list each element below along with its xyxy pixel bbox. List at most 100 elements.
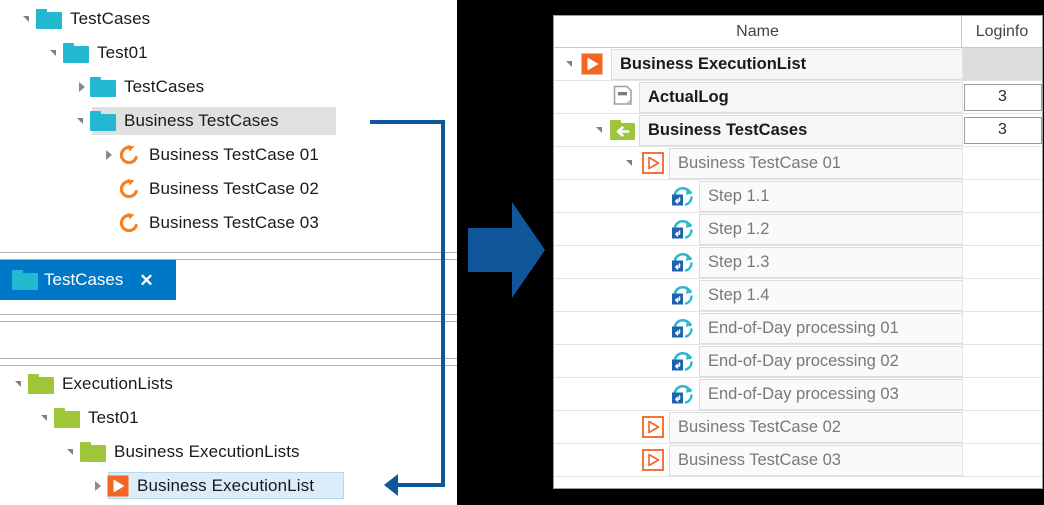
tree-item-test01[interactable]: Test01: [38, 404, 139, 432]
indent-spacer: [554, 147, 624, 179]
indent-spacer: [554, 48, 564, 80]
indent-spacer: [554, 378, 654, 410]
expander-open-icon[interactable]: [594, 114, 610, 147]
tree-item-testcases[interactable]: TestCases: [20, 5, 150, 33]
grid-name-box: ActualLog: [639, 81, 962, 113]
expander-open-icon[interactable]: [12, 376, 28, 392]
big-blue-right-arrow-icon: [468, 200, 546, 305]
divider-1: [0, 252, 457, 253]
loginfo-value: 3: [963, 116, 1042, 144]
column-header-loginfo[interactable]: Loginfo: [975, 22, 1029, 40]
grid-cell-loginfo[interactable]: [962, 444, 1042, 477]
step-blue-refresh-icon: [670, 382, 696, 406]
expander-spacer: [654, 279, 670, 312]
grid-row[interactable]: Business TestCase 03: [554, 444, 1042, 477]
grid-cell-loginfo[interactable]: [962, 48, 1042, 81]
tree-item-business-executionlist[interactable]: Business ExecutionList: [90, 472, 344, 500]
expander-spacer: [594, 81, 610, 114]
grid-name-box: Business TestCase 02: [669, 411, 962, 443]
grid-cell-loginfo[interactable]: 3: [962, 114, 1042, 147]
grid-cell-name[interactable]: Step 1.2: [554, 213, 962, 246]
tree-item-business-testcase-03[interactable]: Business TestCase 03: [101, 209, 319, 237]
grid-row-label: ActualLog: [648, 87, 729, 106]
tree-item-business-testcases[interactable]: Business TestCases: [74, 107, 336, 135]
expander-open-icon[interactable]: [564, 48, 580, 81]
testcase-orange-circle-icon: [117, 177, 141, 201]
indent-spacer: [554, 114, 594, 146]
expander-spacer: [654, 213, 670, 246]
indent-spacer: [554, 312, 654, 344]
grid-cell-loginfo[interactable]: [962, 279, 1042, 312]
expander-spacer: [654, 312, 670, 345]
tree-item-executionlists[interactable]: ExecutionLists: [12, 370, 173, 398]
grid-row-label: End-of-Day processing 02: [708, 351, 899, 370]
expander-open-icon[interactable]: [20, 11, 36, 27]
grid-cell-loginfo[interactable]: [962, 312, 1042, 345]
grid-cell-loginfo[interactable]: [962, 180, 1042, 213]
folder-teal-icon: [90, 77, 116, 97]
grid-row[interactable]: Business ExecutionList: [554, 48, 1042, 81]
grid-row[interactable]: Step 1.4: [554, 279, 1042, 312]
grid-cell-name[interactable]: End-of-Day processing 02: [554, 345, 962, 378]
grid-row[interactable]: Step 1.3: [554, 246, 1042, 279]
testcase-orange-play-outline-icon: [640, 415, 666, 439]
grid-cell-name[interactable]: Step 1.3: [554, 246, 962, 279]
grid-cell-loginfo[interactable]: [962, 147, 1042, 180]
document-log-icon: [610, 85, 636, 109]
tree-item-label: Business ExecutionLists: [114, 442, 300, 461]
grid-cell-loginfo[interactable]: [962, 378, 1042, 411]
expander-closed-icon[interactable]: [74, 79, 90, 95]
grid-row[interactable]: Business TestCase 02: [554, 411, 1042, 444]
tree-item-testcases[interactable]: TestCases: [74, 73, 204, 101]
expander-open-icon[interactable]: [64, 444, 80, 460]
grid-row[interactable]: End-of-Day processing 02: [554, 345, 1042, 378]
grid-cell-loginfo[interactable]: [962, 213, 1042, 246]
grid-row[interactable]: End-of-Day processing 03: [554, 378, 1042, 411]
step-blue-refresh-icon: [670, 217, 696, 241]
grid-row[interactable]: Step 1.2: [554, 213, 1042, 246]
grid-name-box: Step 1.1: [699, 180, 962, 212]
grid-cell-name[interactable]: Step 1.1: [554, 180, 962, 213]
indent-spacer: [554, 444, 624, 476]
tree-item-business-executionlists[interactable]: Business ExecutionLists: [64, 438, 300, 466]
grid-name-box: Step 1.3: [699, 246, 962, 278]
tab-testcases[interactable]: TestCases ✕: [0, 260, 176, 300]
grid-cell-name[interactable]: Step 1.4: [554, 279, 962, 312]
folder-teal-icon: [90, 111, 116, 131]
grid-cell-loginfo[interactable]: [962, 246, 1042, 279]
folder-teal-icon: [12, 270, 38, 290]
grid-cell-loginfo[interactable]: 3: [962, 81, 1042, 114]
grid-cell-name[interactable]: Business TestCase 03: [554, 444, 962, 477]
column-header-name[interactable]: Name: [554, 16, 962, 47]
grid-cell-loginfo[interactable]: [962, 345, 1042, 378]
expander-open-icon[interactable]: [38, 410, 54, 426]
expander-closed-icon[interactable]: [101, 147, 117, 163]
expander-open-icon[interactable]: [47, 45, 63, 61]
expander-open-icon[interactable]: [74, 113, 90, 129]
grid-cell-name[interactable]: Business ExecutionList: [554, 48, 962, 81]
grid-cell-name[interactable]: End-of-Day processing 01: [554, 312, 962, 345]
grid-cell-name[interactable]: ActualLog: [554, 81, 962, 114]
tree-item-business-testcase-02[interactable]: Business TestCase 02: [101, 175, 319, 203]
grid-row[interactable]: Business TestCase 01: [554, 147, 1042, 180]
grid-row[interactable]: Step 1.1: [554, 180, 1042, 213]
grid-cell-name[interactable]: End-of-Day processing 03: [554, 378, 962, 411]
expander-closed-icon[interactable]: [90, 478, 106, 494]
grid-row[interactable]: ActualLog 3: [554, 81, 1042, 114]
close-icon[interactable]: ✕: [139, 270, 154, 290]
tree-item-business-testcase-01[interactable]: Business TestCase 01: [101, 141, 319, 169]
grid-cell-name[interactable]: Business TestCase 01: [554, 147, 962, 180]
grid-cell-name[interactable]: Business TestCase 02: [554, 411, 962, 444]
grid-cell-name[interactable]: Business TestCases: [554, 114, 962, 147]
grid-cell-loginfo[interactable]: [962, 411, 1042, 444]
grid-row[interactable]: End-of-Day processing 01: [554, 312, 1042, 345]
tree-item-test01[interactable]: Test01: [47, 39, 148, 67]
connector-arrow-head: [384, 474, 398, 496]
grid-row-label: End-of-Day processing 01: [708, 318, 899, 337]
expander-open-icon[interactable]: [624, 147, 640, 180]
tree-item-label: Test01: [97, 43, 148, 62]
